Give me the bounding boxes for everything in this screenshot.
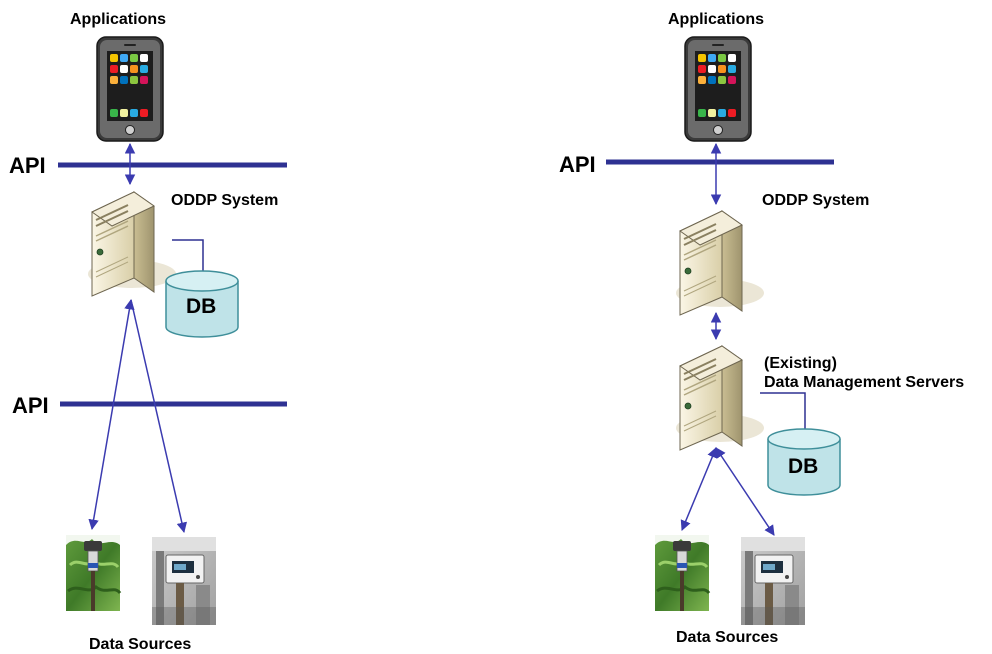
right-phone-image <box>684 36 752 142</box>
left-source-arrow-2 <box>130 299 188 534</box>
left-system-label: ODDP System <box>171 192 279 209</box>
right-source-arrow-1 <box>680 447 718 531</box>
right-data-sources-label: Data Sources <box>676 629 779 646</box>
right-system-label: ODDP System <box>762 192 870 209</box>
right-source-arrow-2 <box>715 447 775 536</box>
left-applications-label: Applications <box>70 11 167 28</box>
left-plant-sensor-image <box>64 533 122 613</box>
right-servers-label: Data Management Servers <box>764 374 965 391</box>
right-diagram <box>606 36 841 626</box>
right-oddp-server-icon <box>675 210 765 316</box>
left-data-sources-label: Data Sources <box>89 636 192 653</box>
right-gauge-sensor-image <box>740 536 806 626</box>
right-data-management-server-icon <box>675 345 765 451</box>
right-db-label: DB <box>788 455 819 478</box>
right-applications-label: Applications <box>668 11 765 28</box>
left-db-label: DB <box>186 295 217 318</box>
right-api-label: API <box>559 152 596 177</box>
right-db-connector <box>760 392 806 431</box>
left-phone-image <box>96 36 164 142</box>
left-gauge-sensor-image <box>151 536 217 626</box>
left-api-top-label: API <box>9 153 46 178</box>
left-api-bottom-label: API <box>12 393 49 418</box>
left-diagram <box>58 36 287 626</box>
right-plant-sensor-image <box>653 533 711 613</box>
right-existing-label: (Existing) <box>764 355 837 372</box>
left-db-connector <box>172 239 204 273</box>
left-oddp-server-icon <box>87 191 177 297</box>
left-source-arrow-1 <box>88 298 135 531</box>
